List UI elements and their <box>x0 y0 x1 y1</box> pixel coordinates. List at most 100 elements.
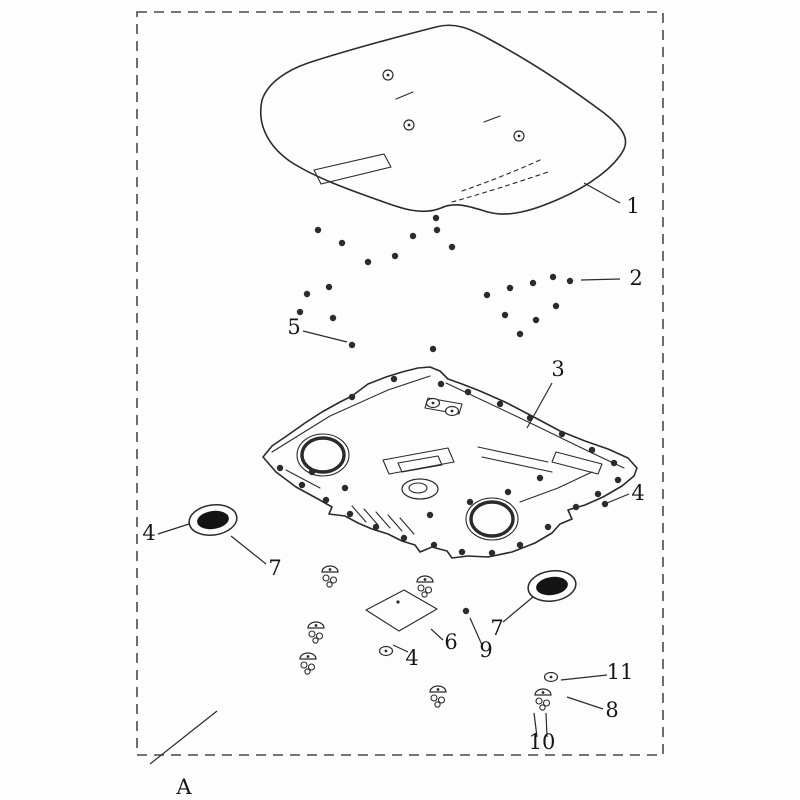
hole-dot <box>464 388 472 396</box>
push-clips <box>299 565 559 711</box>
panel-mark <box>395 91 414 100</box>
clip-dot <box>329 314 337 322</box>
clip-dot <box>483 291 491 299</box>
callout-4-right: 4 <box>631 481 644 505</box>
grommet-left <box>188 504 238 536</box>
callout-2: 2 <box>629 266 642 290</box>
push-clip <box>534 688 552 711</box>
panel-hole <box>382 69 394 81</box>
callout-9: 9 <box>479 638 492 662</box>
shield-ridge <box>519 471 593 503</box>
clip-dot <box>314 226 322 234</box>
panel-hole <box>513 130 525 142</box>
leader-line-10b <box>545 712 548 738</box>
clip-dot <box>501 311 509 319</box>
leader-line-9 <box>469 617 483 646</box>
callout-A: A <box>175 775 192 799</box>
hole-dot <box>426 511 434 519</box>
dashed-boundary <box>136 11 664 756</box>
leader-line-8 <box>566 696 604 710</box>
part-6-pad <box>365 589 438 632</box>
hole-dot <box>372 523 380 531</box>
panel-mark <box>483 115 501 123</box>
callout-1: 1 <box>626 194 639 218</box>
shield-channel-box <box>551 451 603 475</box>
leader-line-7-right <box>502 596 534 623</box>
shield-outline <box>262 366 638 559</box>
push-clip <box>429 685 447 708</box>
callout-4-left: 4 <box>142 521 155 545</box>
hole-dot <box>400 534 408 542</box>
hole-dot <box>558 430 566 438</box>
hole-dot <box>536 474 544 482</box>
leader-line-6 <box>430 628 444 641</box>
hole-dot <box>462 607 470 615</box>
pad-mark <box>396 600 400 604</box>
callout-3: 3 <box>551 357 564 381</box>
hole-dot <box>572 503 580 511</box>
grommet-right <box>527 570 577 602</box>
shield-hole-dots <box>276 375 622 557</box>
shield-center-oval-inner <box>408 482 428 494</box>
hole-dot <box>544 523 552 531</box>
shield-top-bracket <box>424 397 463 415</box>
clip-dot <box>516 330 524 338</box>
leader-line-4-bottom <box>392 644 409 653</box>
callout-11: 11 <box>607 660 634 684</box>
section-line-a <box>149 710 218 765</box>
hole-dot <box>588 446 596 454</box>
leader-line-4-right <box>606 493 630 504</box>
hole-dot <box>322 496 330 504</box>
shield-opening-right <box>469 500 515 538</box>
hole-dot <box>458 548 466 556</box>
clip-cap <box>444 405 460 417</box>
callout-8: 8 <box>605 698 618 722</box>
clip-dot <box>433 226 441 234</box>
shield-ridge <box>271 375 431 453</box>
grommet-core <box>536 576 568 596</box>
push-clip <box>416 575 434 598</box>
callout-labels: 1 2 3 4 4 4 5 6 7 7 8 9 10 11 A <box>142 194 644 799</box>
clip-dot <box>448 243 456 251</box>
hole-dot <box>390 375 398 383</box>
clip-dot <box>364 258 372 266</box>
shield-opening-left-rim <box>296 433 350 477</box>
shield-opening-left <box>300 436 346 474</box>
leader-line-11 <box>560 674 608 681</box>
hole-dot <box>341 484 349 492</box>
hole-dot <box>610 459 618 467</box>
hole-dot <box>430 541 438 549</box>
push-clip <box>321 565 339 588</box>
hole-dot <box>601 500 609 508</box>
clip-dot <box>391 252 399 260</box>
clip-dot <box>429 345 437 353</box>
shield-channel <box>477 446 549 463</box>
clip-dot <box>325 283 333 291</box>
leader-line-4-left <box>157 523 190 535</box>
clip-cap <box>425 397 441 409</box>
callout-6: 6 <box>444 630 457 654</box>
part-2-clip-dots <box>296 214 574 353</box>
leader-line-2 <box>580 278 621 281</box>
clip-dot <box>529 279 537 287</box>
hole-dot <box>614 476 622 484</box>
shield-center-oval <box>401 478 439 500</box>
part-1-outline <box>259 24 627 215</box>
clip-dot <box>549 273 557 281</box>
hole-dot <box>276 464 284 472</box>
clip-cap <box>543 671 559 683</box>
clip-dot <box>432 214 440 222</box>
panel-slot <box>313 153 392 185</box>
clip-dot <box>532 316 540 324</box>
shield-ridge <box>285 469 321 489</box>
hole-dot <box>594 490 602 498</box>
clip-cap <box>378 645 394 657</box>
panel-hole <box>403 119 415 131</box>
shield-center-panel <box>382 447 455 475</box>
callout-7-right: 7 <box>490 616 503 640</box>
clip-dot <box>506 284 514 292</box>
shield-center-panel-inner <box>397 455 443 473</box>
leader-lines <box>149 182 630 765</box>
leader-line-5 <box>302 330 348 343</box>
panel-dashed-fold <box>461 159 541 192</box>
